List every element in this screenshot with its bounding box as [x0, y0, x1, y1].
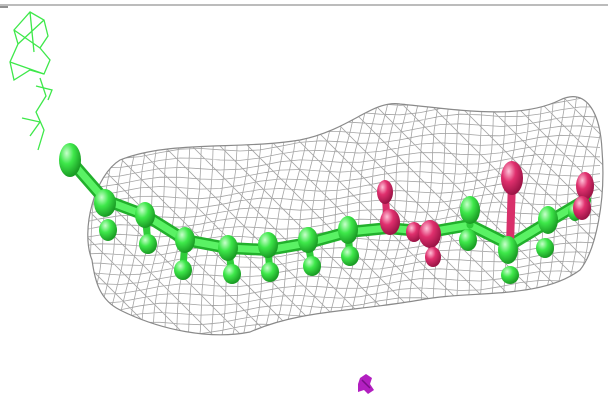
electron-density-mesh — [87, 96, 604, 336]
oxygen-atoms — [377, 161, 594, 267]
carbon-atoms — [59, 143, 582, 284]
green-wire-fragment — [9, 11, 53, 151]
purple-ion-marker — [358, 374, 374, 394]
